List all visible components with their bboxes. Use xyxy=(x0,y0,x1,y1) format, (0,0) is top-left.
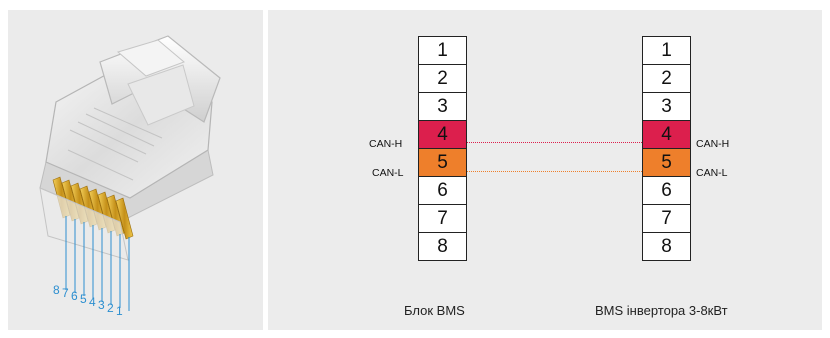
connector-pin-number-4: 4 xyxy=(89,295,96,309)
inverter-bms-pin-8: 8 xyxy=(642,232,691,261)
connector-pin-number-3: 3 xyxy=(98,298,105,312)
inverter-bms-pin-7: 7 xyxy=(642,204,691,233)
inverter-bms-pin-5: 5 xyxy=(642,148,691,177)
bms-block-pin-2: 2 xyxy=(418,64,467,93)
can-l-wire xyxy=(467,171,642,172)
bms-block-pin-5: 5 xyxy=(418,148,467,177)
inverter-bms-pin-2: 2 xyxy=(642,64,691,93)
connector-pin-number-5: 5 xyxy=(80,292,87,306)
connector-pin-number-6: 6 xyxy=(71,289,78,303)
left-can-l-label: CAN-L xyxy=(372,167,404,179)
bms-block-pin-8: 8 xyxy=(418,232,467,261)
bms-block-pin-6: 6 xyxy=(418,176,467,205)
inverter-bms-pin-4: 4 xyxy=(642,120,691,149)
can-h-wire xyxy=(467,142,642,143)
connector-pin-number-2: 2 xyxy=(107,301,114,315)
bms-block-pin-3: 3 xyxy=(418,92,467,121)
connector-pin-number-8: 8 xyxy=(53,283,60,297)
bms-block-pin-1: 1 xyxy=(418,36,467,65)
right-can-l-label: CAN-L xyxy=(696,167,728,179)
inverter-bms-pin-3: 3 xyxy=(642,92,691,121)
inverter-bms-pin-1: 1 xyxy=(642,36,691,65)
connector-pin-number-1: 1 xyxy=(116,304,123,318)
connector-pin-number-7: 7 xyxy=(62,286,69,300)
inverter-bms-pin-6: 6 xyxy=(642,176,691,205)
bms-block-pin-7: 7 xyxy=(418,204,467,233)
left-can-h-label: CAN-H xyxy=(369,138,403,150)
bms-block-caption: Блок BMS xyxy=(404,303,465,318)
pin-lead-lines xyxy=(65,216,130,311)
inverter-bms-caption: BMS інвертора 3-8кВт xyxy=(595,303,728,318)
bms-block-pin-4: 4 xyxy=(418,120,467,149)
right-can-h-label: CAN-H xyxy=(696,138,730,150)
